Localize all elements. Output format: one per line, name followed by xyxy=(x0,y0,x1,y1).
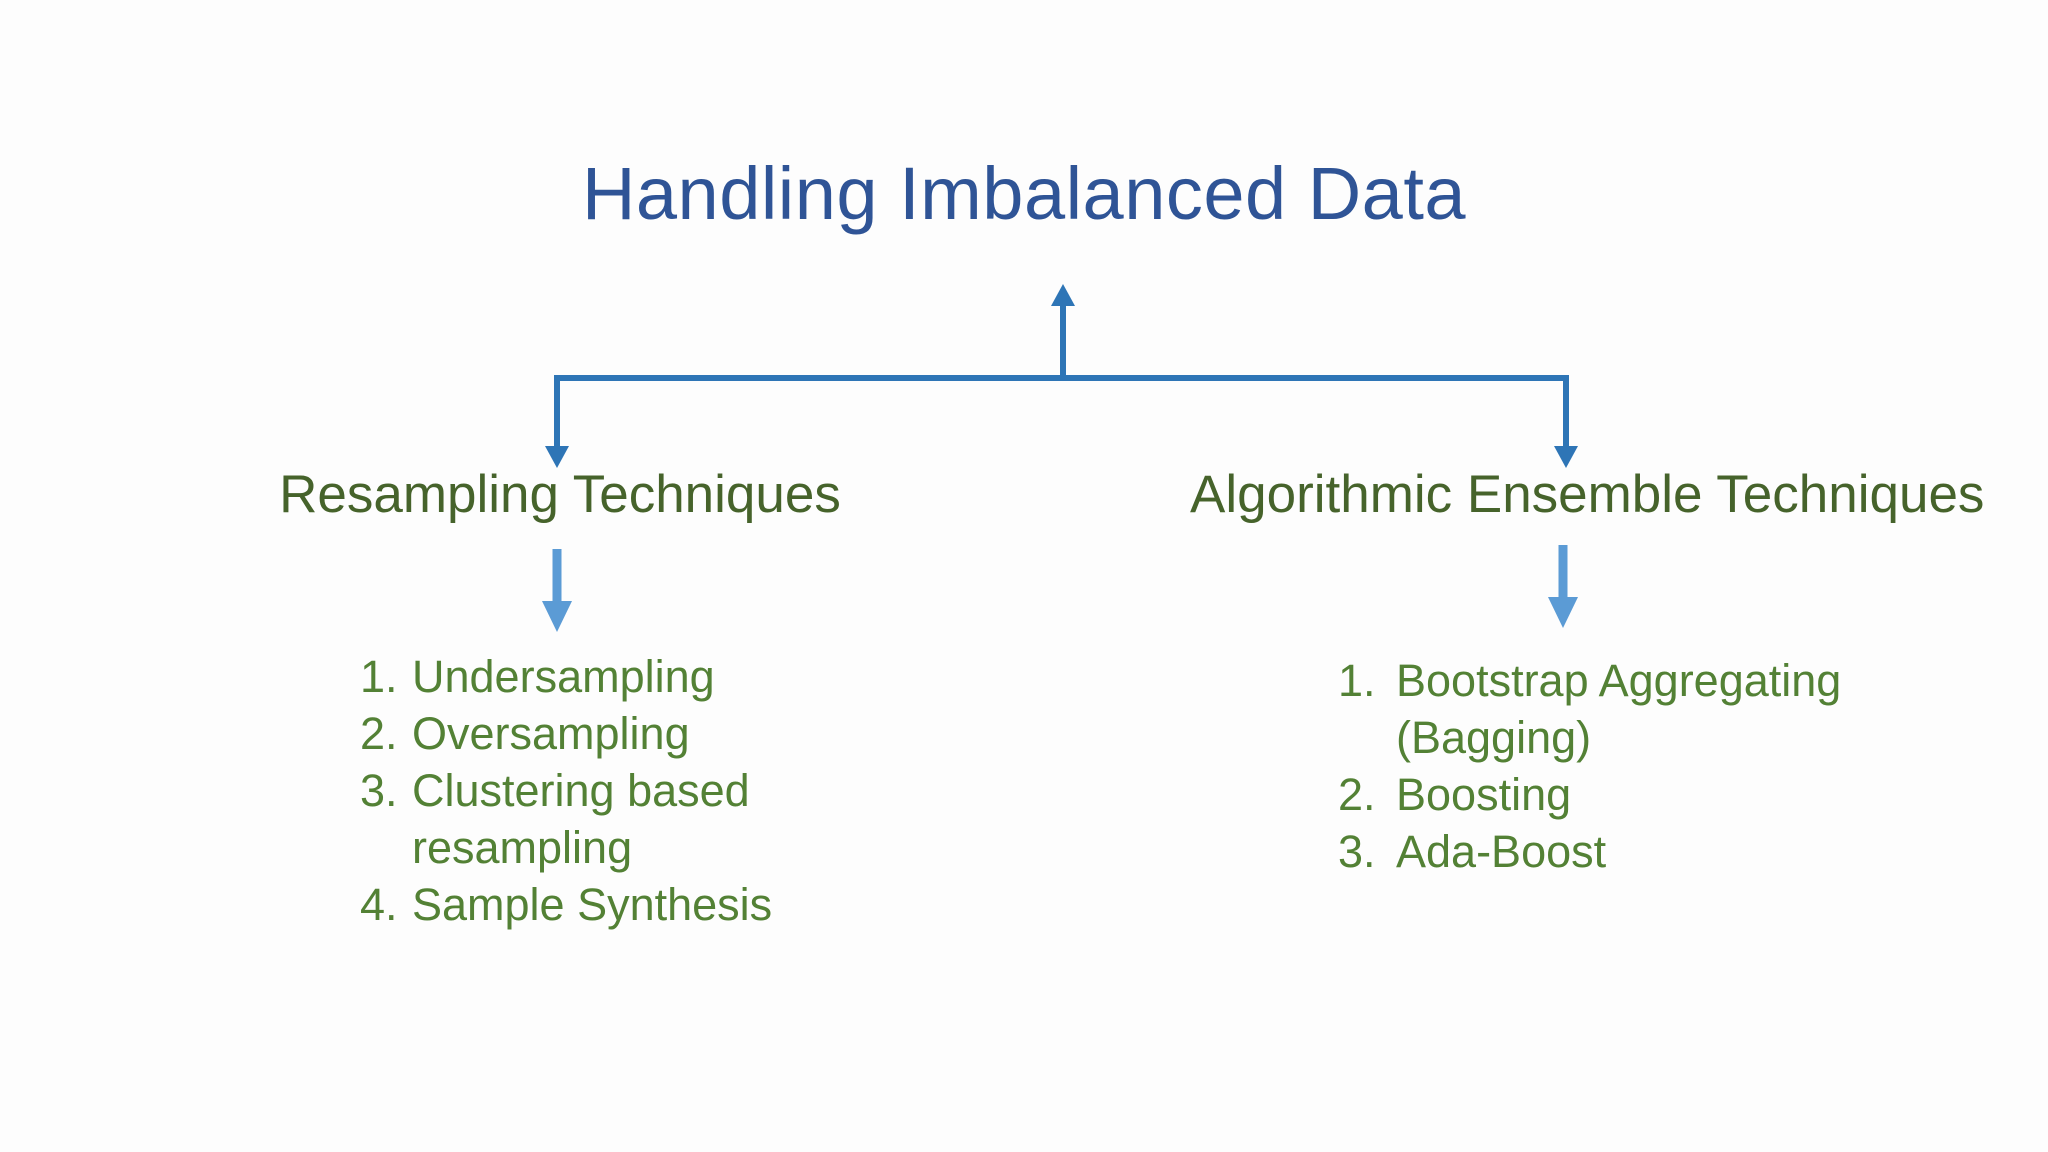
list-item-text: Undersampling xyxy=(412,651,715,702)
list-item-number: 3. xyxy=(360,765,398,816)
list-item-text: Ada-Boost xyxy=(1396,826,1607,877)
list-item-number: 2. xyxy=(1338,769,1376,820)
resampling-techniques-list: 1. Undersampling 2. Oversampling 3. Clus… xyxy=(360,648,772,933)
list-item: 4. Sample Synthesis xyxy=(360,876,772,933)
list-item: 1. Bootstrap Aggregating (Bagging) xyxy=(1338,652,1841,766)
list-item-text: Bootstrap Aggregating (Bagging) xyxy=(1396,655,1842,763)
list-item: 3. Ada-Boost xyxy=(1338,823,1841,880)
list-item-text: Clustering based resampling xyxy=(412,765,750,873)
left-branch-down-arrow-icon xyxy=(545,375,569,468)
list-item-number: 2. xyxy=(360,708,398,759)
branch-label-algorithmic-ensemble: Algorithmic Ensemble Techniques xyxy=(1190,465,1985,524)
left-list-down-arrow-icon xyxy=(542,549,572,632)
algorithmic-ensemble-techniques-list: 1. Bootstrap Aggregating (Bagging) 2. Bo… xyxy=(1338,652,1841,880)
list-item-number: 3. xyxy=(1338,826,1376,877)
list-item-text: Sample Synthesis xyxy=(412,879,773,930)
list-item: 2. Oversampling xyxy=(360,705,772,762)
list-item-number: 4. xyxy=(360,879,398,930)
list-item: 1. Undersampling xyxy=(360,648,772,705)
list-item-text: Boosting xyxy=(1396,769,1572,820)
up-arrow-icon xyxy=(1051,284,1075,380)
right-branch-down-arrow-icon xyxy=(1554,375,1578,468)
list-item-text: Oversampling xyxy=(412,708,690,759)
list-item-number: 1. xyxy=(360,651,398,702)
branch-label-resampling: Resampling Techniques xyxy=(279,465,841,524)
right-list-down-arrow-icon xyxy=(1548,545,1578,628)
list-item-number: 1. xyxy=(1338,655,1376,706)
page-title: Handling Imbalanced Data xyxy=(581,152,1467,235)
list-item: 2. Boosting xyxy=(1338,766,1841,823)
list-item: 3. Clustering based resampling xyxy=(360,762,772,876)
